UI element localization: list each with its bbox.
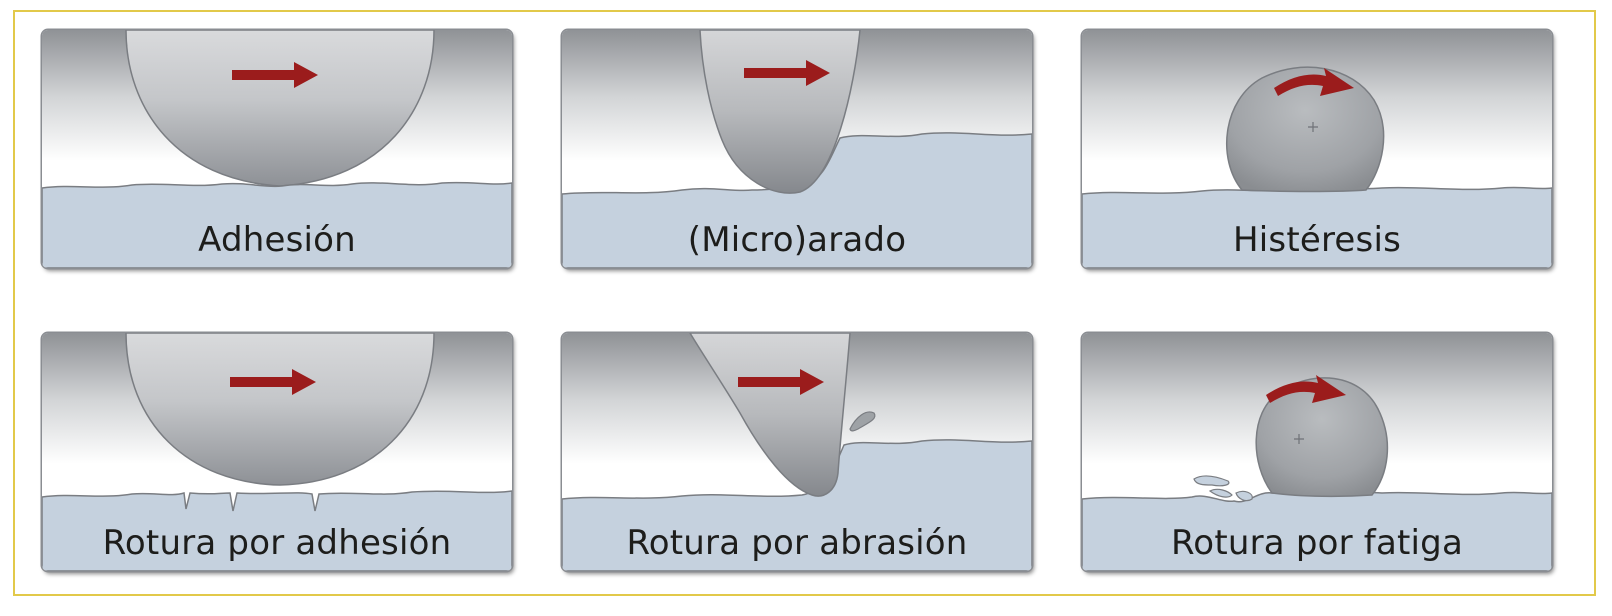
panel-micro-arado: (Micro)arado [562,30,1032,268]
label-histeresis: Histéresis [1233,220,1401,260]
micro-arado-illustration [562,30,1032,268]
curved-arrow-icon [1274,68,1354,96]
label-rotura-abrasion: Rotura por abrasión [626,523,968,563]
fatigue-fragment [1193,475,1230,487]
center-mark [1308,122,1318,132]
label-rotura-adhesion: Rotura por adhesión [102,523,452,563]
label-rotura-fatiga: Rotura por fatiga [1171,523,1463,563]
label-adhesion: Adhesión [198,220,356,260]
adhesion-illustration [42,30,512,268]
label-micro-arado: (Micro)arado [687,220,907,260]
rotura-fatiga-illustration [1082,333,1552,571]
panel-rotura-abrasion: Rotura por abrasión [562,333,1032,571]
arrow-right-icon [738,369,824,395]
center-mark [1294,434,1304,444]
arrow-right-icon [744,60,830,86]
histeresis-illustration [1082,30,1552,268]
panel-rotura-fatiga: Rotura por fatiga [1082,333,1552,571]
arrow-right-icon [232,62,318,88]
debris-chip [849,411,876,432]
panel-adhesion: Adhesión [42,30,512,268]
panel-rotura-adhesion: Rotura por adhesión [42,333,512,571]
arrow-right-icon [230,369,316,395]
fatigue-fragment [1235,490,1253,502]
curved-arrow-icon [1266,375,1346,403]
panel-histeresis: Histéresis [1082,30,1552,268]
rotura-adhesion-illustration [42,333,512,571]
rotura-abrasion-illustration [562,333,1032,571]
fatigue-fragment [1208,488,1233,498]
